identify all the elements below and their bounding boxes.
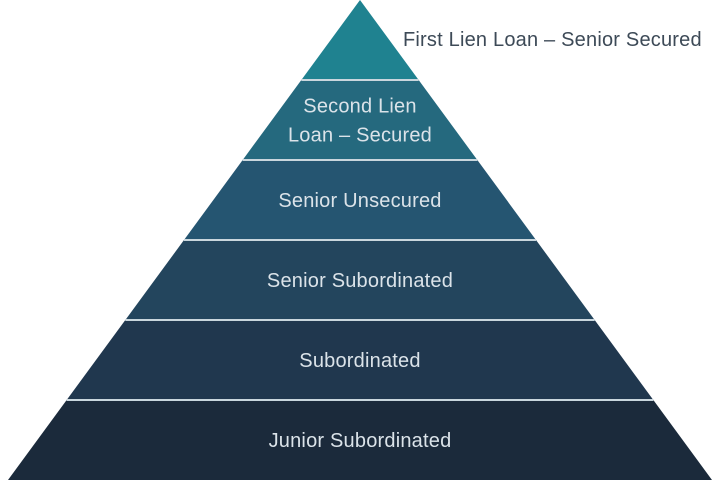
pyramid-level-5-label: Subordinated: [299, 350, 420, 372]
pyramid-level-1-shape: [301, 0, 419, 80]
pyramid-level-2-shape: [242, 80, 478, 160]
pyramid-level-3-shape: [184, 160, 536, 240]
pyramid-level-4-label: Senior Subordinated: [267, 270, 453, 292]
pyramid-level-5-shape: [66, 320, 654, 400]
first-lien-annotation: First Lien Loan – Senior Secured: [403, 29, 702, 51]
pyramid-level-6-label: Junior Subordinated: [269, 430, 452, 452]
pyramid-level-6-shape: [8, 400, 712, 480]
pyramid-level-4-shape: [125, 240, 595, 320]
pyramid-level-3-label: Senior Unsecured: [278, 190, 441, 212]
